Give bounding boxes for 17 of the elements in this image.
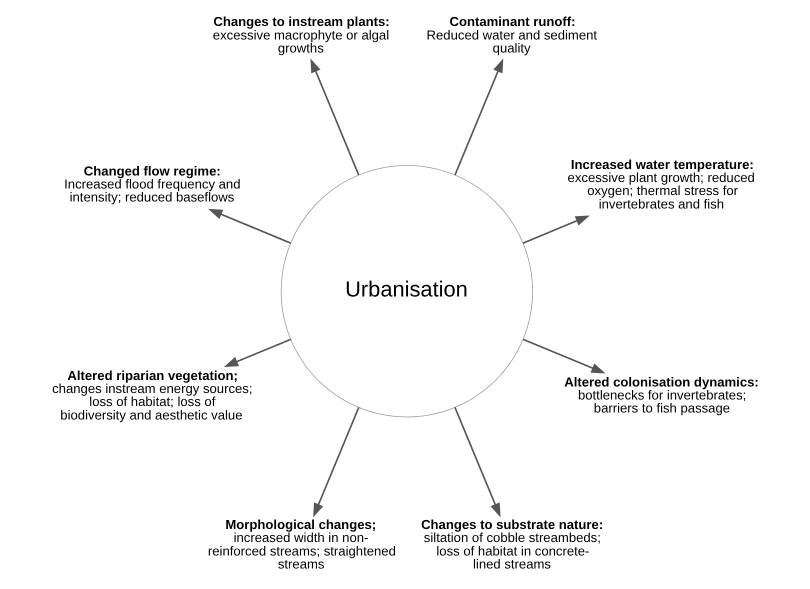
node-text: Changes to instream plants: excessive macrophyte or algal growths: [212, 14, 390, 56]
arrow: [454, 58, 503, 176]
node-text: Increased water temperature: excessive plant growth; reduced oxygen; thermal stress for invertebrates and fish: [567, 156, 754, 212]
node-text: Contaminant runoff: Reduced water and sediment quality: [426, 14, 597, 56]
node-text: Changes to substrate nature: siltation of cobble streambeds; loss of habitat in concrete-lined streams: [420, 517, 603, 572]
arrow: [208, 208, 290, 244]
arrow: [223, 338, 290, 367]
arrow: [310, 58, 359, 176]
node-text: Morphological changes; increased width in non-reinforced streams; straightened streams: [207, 517, 396, 572]
node-text: Altered colonisation dynamics: bottlenecks for invertebrates; barriers to fish passage: [564, 374, 758, 416]
node-text: Changed flow regime: Increased flood frequency and intensity; reduced baseflows: [64, 163, 240, 205]
node-circle: Urbanisation: [280, 165, 532, 418]
arrow: [522, 215, 590, 244]
node-text: Altered riparian vegetation; changes instream energy sources; loss of habitat; loss of biodiversity and aesthetic value: [52, 368, 252, 422]
arrow: [522, 338, 606, 374]
arrow: [454, 407, 500, 518]
arrow: [312, 407, 359, 518]
